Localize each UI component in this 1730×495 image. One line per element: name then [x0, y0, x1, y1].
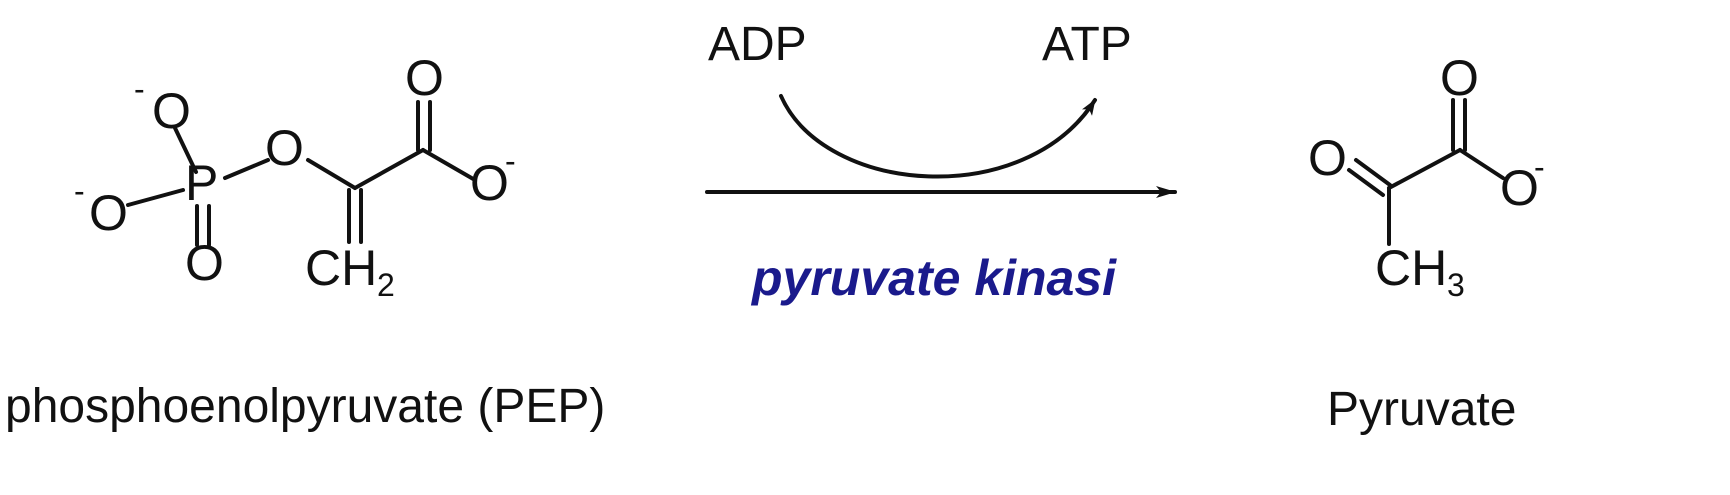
pyr-atom-o-ketone: O — [1308, 130, 1347, 186]
pep-atom-o-bridge: O — [265, 120, 304, 176]
cofactor-out-label: ATP — [1042, 18, 1132, 71]
pyr-atom-o-carbonyl: O — [1440, 50, 1479, 106]
product-name: Pyruvate — [1327, 383, 1516, 436]
pep-atom-o-double: O — [185, 235, 224, 291]
bond-o-c2-double-a — [1354, 158, 1392, 187]
pep-structure: O - O - P O O O O - CH 2 — [74, 50, 516, 303]
reaction-arrow — [705, 94, 1177, 198]
pyr-atom-o-carboxylate: O — [1500, 160, 1539, 216]
bond-o-c2 — [306, 158, 357, 190]
pep-atom-o-top: O — [152, 83, 191, 139]
pep-atom-o-carboxylate: O — [470, 155, 509, 211]
bond-p-o-bridge — [223, 158, 270, 180]
pyr-charge-o-carboxylate: - — [1534, 149, 1545, 185]
pep-atom-ch2: CH — [305, 240, 377, 296]
pep-atom-o-carbonyl: O — [405, 50, 444, 106]
pep-subscript-2: 2 — [377, 267, 395, 303]
pyr-atom-ch3: CH — [1375, 240, 1447, 296]
bond-c1-o-minus — [421, 148, 477, 182]
cofactor-in-label: ADP — [708, 18, 807, 71]
bond-c1-o-minus — [1458, 148, 1505, 180]
pep-charge-o-carboxylate: - — [505, 143, 516, 179]
bond-c2-c1 — [1387, 148, 1462, 190]
pep-charge-o-top: - — [134, 71, 145, 107]
pyr-subscript-3: 3 — [1447, 267, 1465, 303]
bond-o-c2-double-b — [1347, 168, 1385, 197]
pep-atom-o-left: O — [89, 185, 128, 241]
bond-c2-c1 — [353, 148, 425, 190]
reactant-name: phosphoenolpyruvate (PEP) — [5, 380, 605, 433]
bond-o-p-left — [126, 188, 185, 207]
pep-charge-o-left: - — [74, 173, 85, 209]
enzyme-label: pyruvate kinasi — [750, 250, 1117, 306]
cofactor-curve-arrow — [779, 94, 1097, 179]
pyruvate-structure: O O O - CH 3 — [1308, 50, 1545, 303]
pep-atom-p: P — [185, 155, 218, 211]
bond-o-p-top — [173, 126, 198, 174]
